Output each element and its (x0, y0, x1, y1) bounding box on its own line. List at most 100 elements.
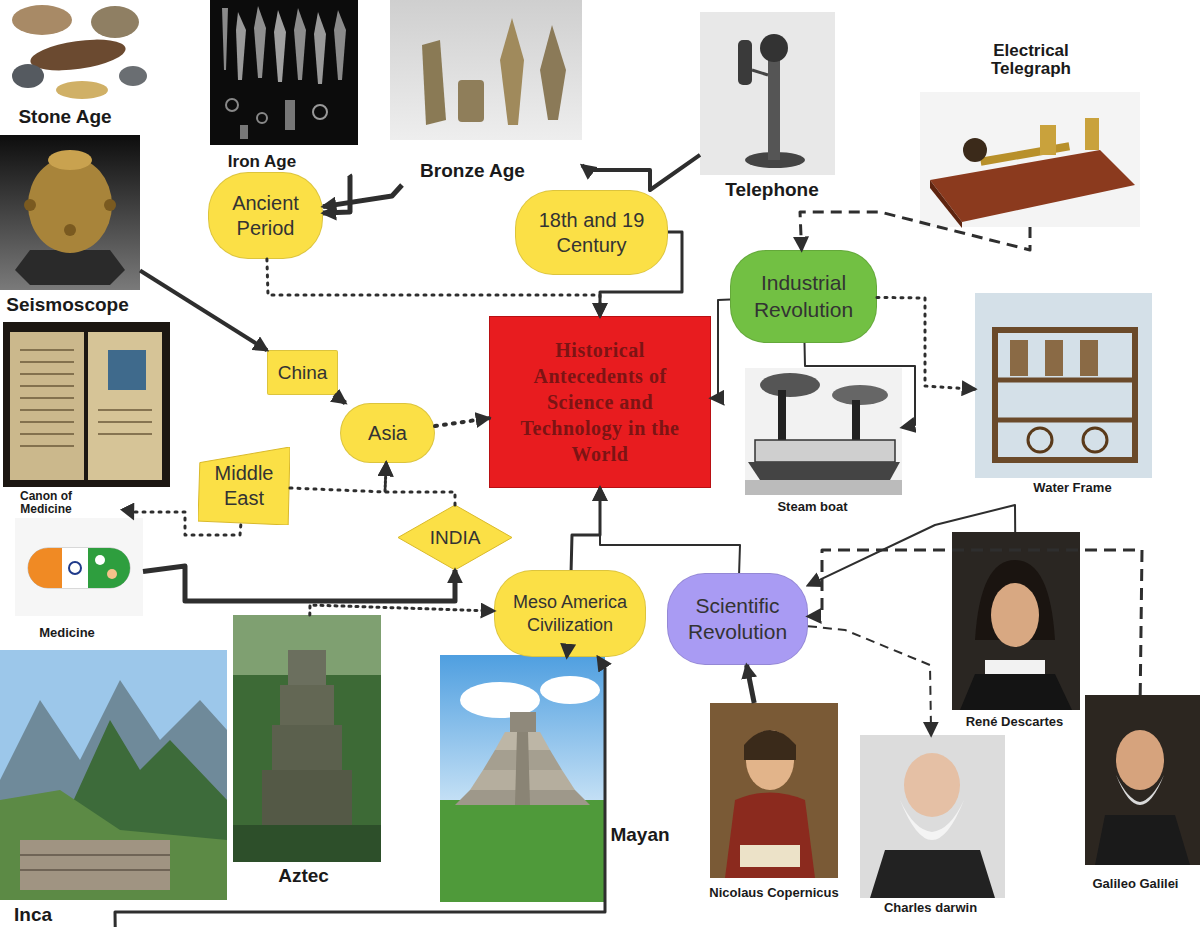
connector-arrow (115, 657, 605, 927)
book-photo (3, 322, 170, 487)
image-caption: Nicolaus Copernicus (709, 886, 838, 900)
node-label: Middle East (206, 461, 282, 511)
image-caption: Charles darwin (884, 901, 977, 915)
text-area: Historical Antecedents of Science and Te… (490, 317, 710, 487)
capsule-photo (15, 518, 143, 616)
text-area: Asia (341, 404, 434, 462)
aztec-photo (233, 615, 381, 862)
topic-pill: Industrial Revolution (730, 250, 877, 343)
shape-fill (398, 505, 512, 570)
topic-shape: Middle East (198, 447, 290, 525)
connector-arrow (267, 259, 600, 316)
shape-fill (198, 447, 290, 525)
connector-arrow (805, 343, 916, 427)
caption-area: Inca (14, 902, 74, 927)
connector-arrow (290, 463, 386, 492)
connector-arrow (385, 463, 455, 505)
water-frame-photo (975, 293, 1152, 478)
connector-arrow (323, 185, 402, 207)
mayan-photo (440, 655, 605, 902)
connector-arrow (140, 271, 267, 351)
caption-area: Steam boat (765, 497, 860, 516)
node-label: Scientific Revolution (676, 593, 799, 646)
caption-area: Mayan (604, 822, 676, 848)
image-card: Nicolaus Copernicus (698, 703, 850, 902)
connector-arrow (711, 300, 730, 399)
node-label: INDIA (430, 526, 481, 550)
image-card: René Descartes (952, 532, 1080, 731)
caption-area: Electrical Telegraph (972, 36, 1090, 84)
copernicus-portrait (710, 703, 838, 878)
connector-arrow (747, 665, 755, 703)
image-card: Aztec (233, 615, 381, 888)
image-caption: Seismoscope (6, 295, 129, 315)
caption-area: René Descartes (952, 712, 1077, 731)
darwin-portrait (860, 735, 1005, 898)
node-label: Meso America Civilization (503, 591, 637, 636)
topic-diamond: INDIA (398, 505, 512, 570)
image-card: Charles darwin (860, 735, 1005, 917)
image-caption: Inca (14, 905, 52, 925)
stone-tools-photo (12, 5, 147, 99)
caption-area: Medicine (22, 623, 112, 642)
image-caption: Electrical Telegraph (972, 42, 1090, 78)
descartes-portrait (952, 532, 1080, 710)
caption-area: Seismoscope (0, 291, 135, 318)
connector-arrow (600, 488, 740, 573)
caption-area: Aztec (266, 863, 341, 888)
topic-box: China (267, 350, 338, 395)
seismoscope-photo (0, 135, 140, 290)
connector-arrow (877, 297, 975, 389)
inca-photo (0, 650, 227, 900)
text-area: 18th and 19 Century (516, 191, 667, 274)
image-card: Galileo Galilei (1078, 695, 1200, 893)
caption-area: Nicolaus Copernicus (698, 883, 850, 902)
connector-arrow (571, 488, 600, 570)
text-area: China (268, 351, 337, 394)
node-label: China (278, 361, 328, 385)
image-card: Electrical Telegraph (920, 36, 1140, 227)
caption-area: Water Frame (1015, 478, 1130, 497)
text-area: Meso America Civilization (495, 571, 645, 656)
text-area: Middle East (198, 447, 290, 525)
connector-arrow (435, 418, 489, 426)
caption-area: Galileo Galilei (1078, 874, 1193, 893)
caption-area: Charles darwin (868, 898, 993, 917)
image-card: Telephone (700, 12, 835, 203)
topic-pill: Scientific Revolution (667, 573, 808, 665)
topic-pill: Asia (340, 403, 435, 463)
image-card: Steam boat (745, 368, 902, 516)
telegraph-photo (920, 92, 1140, 228)
shape-outline (198, 447, 290, 525)
image-card: Mayan (440, 655, 676, 902)
image-caption: Iron Age (228, 153, 296, 171)
node-label: Industrial Revolution (739, 270, 868, 323)
image-caption: Stone Age (18, 107, 111, 127)
topic-pill: Meso America Civilization (494, 570, 646, 657)
text-area: Industrial Revolution (731, 251, 876, 342)
image-caption: Steam boat (777, 500, 847, 514)
image-card: Seismoscope (0, 135, 140, 318)
telephone-photo (700, 12, 835, 175)
node-label: 18th and 19 Century (524, 208, 659, 258)
node-label: Asia (368, 421, 407, 446)
connector-arrow (582, 155, 700, 190)
text-area: Scientific Revolution (668, 574, 807, 664)
connector-arrow (808, 550, 1142, 695)
caption-area: Canon of Medicine (0, 487, 92, 518)
image-caption: Water Frame (1033, 481, 1111, 495)
connector-arrow (600, 232, 682, 316)
image-caption: Aztec (278, 866, 329, 886)
galileo-portrait (1085, 695, 1200, 865)
image-caption: Medicine (39, 626, 95, 640)
image-card: Stone Age (5, 0, 150, 130)
caption-area: Telephone (712, 177, 832, 203)
image-caption: Canon of Medicine (0, 490, 92, 515)
node-label: Historical Antecedents of Science and Te… (504, 337, 696, 467)
caption-area: Bronze Age (405, 157, 540, 185)
image-caption: Galileo Galilei (1093, 877, 1179, 891)
text-area: Ancient Period (209, 173, 322, 258)
image-card: Iron Age (210, 0, 358, 175)
